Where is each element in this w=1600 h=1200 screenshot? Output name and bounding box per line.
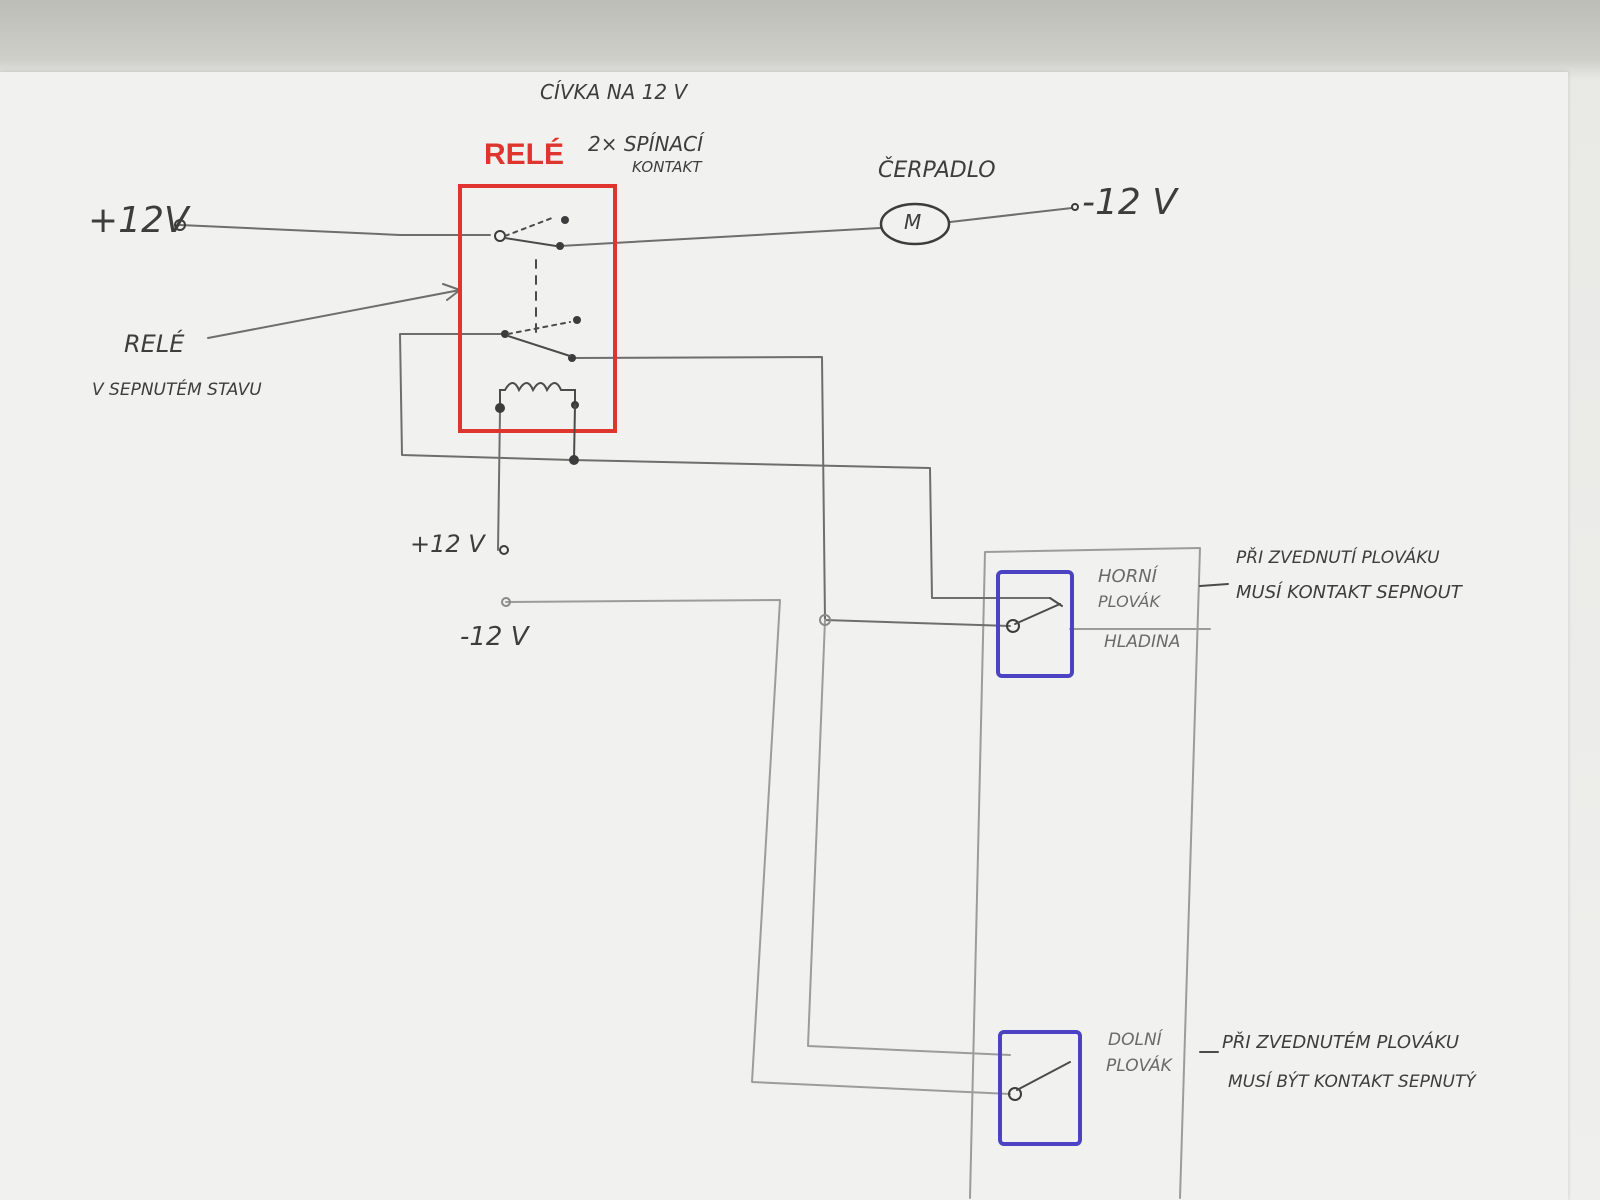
relay-title: RELÉ xyxy=(484,138,565,171)
relay-state-label: RELÉ xyxy=(124,330,185,358)
lower-float-label-2: PLOVÁK xyxy=(1106,1056,1172,1076)
relay-no-terminal xyxy=(556,242,564,250)
upper-float-contact xyxy=(1014,603,1061,625)
pump-symbol-label: M xyxy=(904,210,922,234)
wire-relay-to-pump xyxy=(559,227,881,247)
relay-contact2-closed xyxy=(507,335,571,357)
junction-node xyxy=(819,614,831,626)
contact-note-2: KONTAKT xyxy=(632,158,702,176)
wire-pump-to-negative xyxy=(949,207,1073,223)
terminal-minus12-ground xyxy=(501,597,511,607)
water-level-label: HLADINA xyxy=(1104,632,1181,652)
terminal-minus12-right xyxy=(1071,203,1079,211)
upper-float-box xyxy=(996,570,1074,678)
wire-hold-loop xyxy=(399,333,1051,599)
supply-minus12-right: -12 V xyxy=(1082,182,1177,223)
relay-coil xyxy=(504,382,576,406)
relay-internals xyxy=(494,216,581,465)
lower-float-label-1: DOLNÍ xyxy=(1108,1030,1162,1050)
upper-float-pivot xyxy=(1006,619,1020,633)
ground-label: -12 V xyxy=(460,622,529,652)
upper-float-label-1: HORNÍ xyxy=(1098,566,1157,587)
wire-contact-to-floats xyxy=(571,356,1011,627)
lower-float-switch xyxy=(998,1030,1082,1146)
relay-box xyxy=(458,184,617,433)
lower-note-1: PŘI ZVEDNUTÉM PLOVÁKU xyxy=(1222,1032,1460,1053)
relay-state-note: V SEPNUTÉM STAVU xyxy=(92,380,262,400)
lower-note-2: MUSÍ BÝT KONTAKT SEPNUTÝ xyxy=(1228,1072,1476,1092)
upper-float-label-2: PLOVÁK xyxy=(1098,592,1160,611)
lower-float-box xyxy=(998,1030,1082,1146)
lower-float-pivot xyxy=(1008,1087,1022,1101)
coil-to-hold-loop xyxy=(573,404,576,461)
relay-contact-open xyxy=(504,217,553,237)
wire-supply-to-relay xyxy=(179,224,491,236)
coil-lead-left xyxy=(499,389,506,406)
wire-coil-supply xyxy=(497,411,501,551)
relay-contact2-open xyxy=(507,321,571,335)
terminal-plus12-top xyxy=(174,219,186,231)
upper-note-1: PŘI ZVEDNUTÍ PLOVÁKU xyxy=(1236,548,1440,568)
relay-nc-terminal-2 xyxy=(573,316,581,324)
relay-contact-closed xyxy=(504,237,557,247)
upper-float-contact-tip xyxy=(1049,597,1063,607)
tank-outline xyxy=(969,547,1201,1199)
coil-supply-label: +12 V xyxy=(410,530,485,558)
wire-junction-to-lower-float xyxy=(807,619,1011,1056)
coil-note: CÍVKA NA 12 V xyxy=(540,80,688,104)
upper-float-switch xyxy=(996,570,1074,678)
wire-ground-to-lower-float xyxy=(505,599,1011,1095)
lower-float-contact xyxy=(1016,1061,1071,1091)
upper-note-2: MUSÍ KONTAKT SEPNOUT xyxy=(1236,582,1462,603)
supply-plus12-top: +12V xyxy=(88,200,189,241)
leader-upper-note xyxy=(1199,583,1229,587)
arrow-relay-state xyxy=(207,283,461,339)
pump-motor-symbol xyxy=(879,202,951,246)
pump-title: ČERPADLO xyxy=(878,158,996,183)
junction-dot xyxy=(569,455,579,465)
terminal-plus12-coil xyxy=(499,545,509,555)
contact-note-1: 2× SPÍNACÍ xyxy=(588,132,703,156)
relay-common-terminal xyxy=(494,230,506,242)
relay-nc-terminal xyxy=(561,216,569,224)
coil-terminal-a xyxy=(495,403,505,413)
paper-sheet xyxy=(0,72,1568,1200)
